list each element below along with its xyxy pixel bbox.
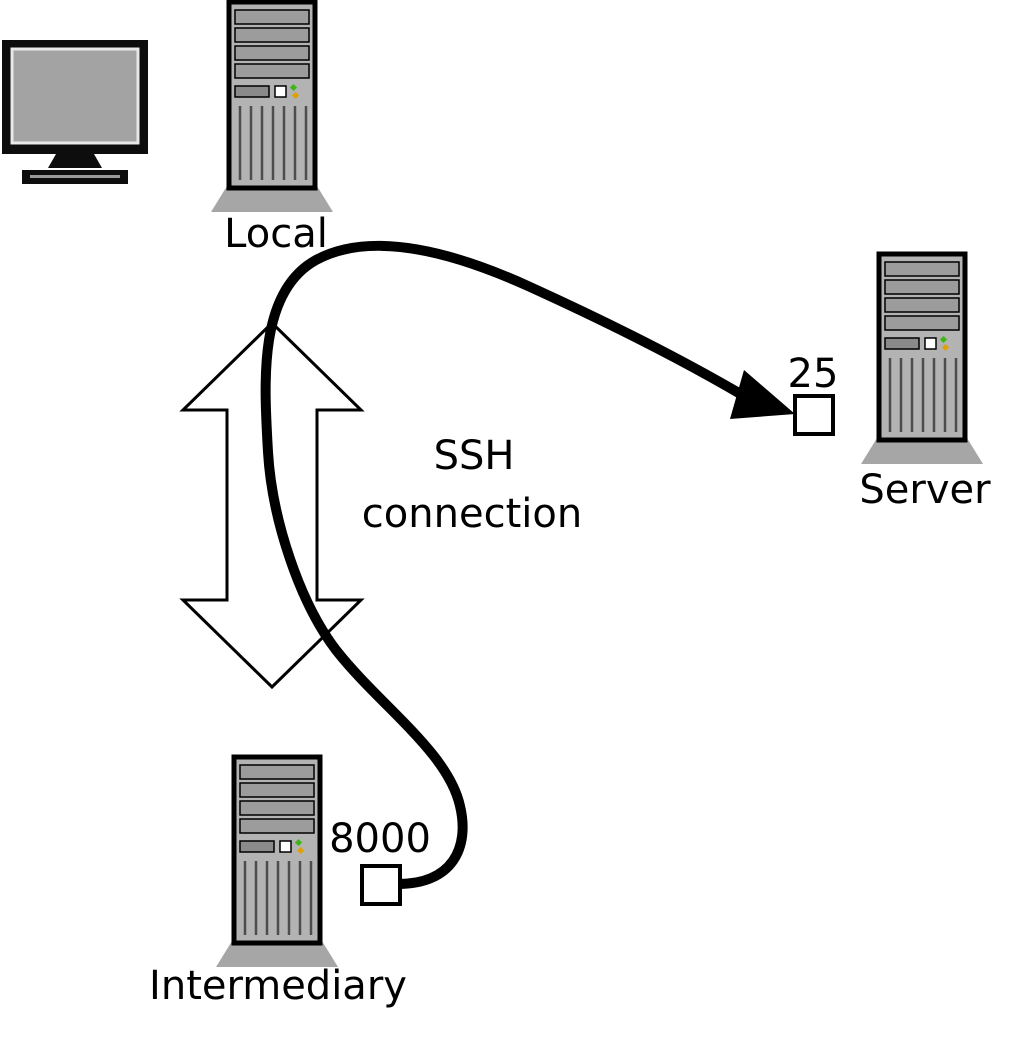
- intermediary-port-label: 8000: [329, 816, 431, 862]
- server-port-box: [793, 394, 835, 436]
- intermediary-computer-icon: [216, 757, 338, 967]
- tunnel-curve: [260, 240, 749, 889]
- ssh-connection-label-line1: SSH: [434, 433, 515, 479]
- monitor-screen: [10, 47, 140, 145]
- monitor-stand: [48, 154, 102, 168]
- ssh-connection-label-line2: connection: [362, 491, 582, 537]
- intermediary-label: Intermediary: [149, 963, 407, 1009]
- server-port-label: 25: [788, 351, 839, 397]
- local-computer-icon: [211, 2, 333, 212]
- monitor-icon: [2, 40, 148, 184]
- monitor-base-highlight: [30, 175, 120, 178]
- server-computer-icon: [861, 254, 983, 464]
- intermediary-port-box: [360, 864, 402, 906]
- local-label: Local: [224, 211, 328, 257]
- tunnel-arrowhead: [730, 370, 795, 419]
- server-label: Server: [859, 467, 991, 513]
